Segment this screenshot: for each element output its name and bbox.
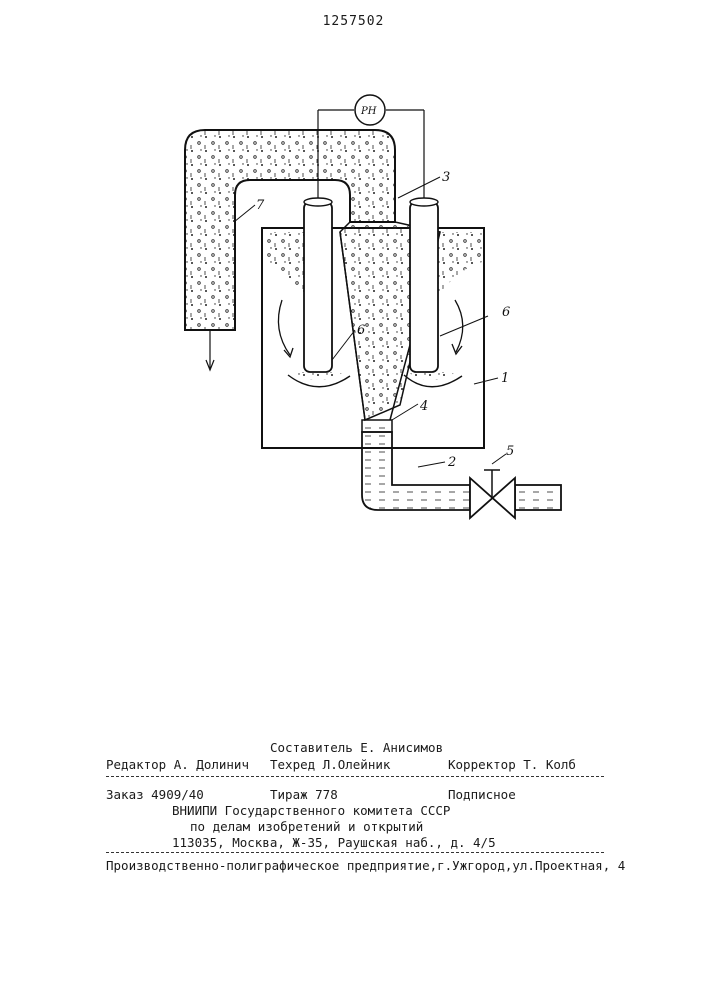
valve xyxy=(470,470,515,518)
circulation: Тираж 778 xyxy=(270,787,338,802)
divider xyxy=(106,776,604,777)
label-2: 2 xyxy=(447,455,456,470)
nozzle xyxy=(362,420,392,432)
compiler: Составитель Е. Анисимов xyxy=(270,740,443,755)
divider xyxy=(106,852,604,853)
address: 113035, Москва, Ж-35, Раушская наб., д. … xyxy=(172,835,496,850)
electrode-left xyxy=(288,198,350,387)
org-line2: по делам изобретений и открытий xyxy=(190,819,423,834)
label-6-right: 6 xyxy=(502,305,510,320)
printer: Производственно-полиграфическое предприя… xyxy=(106,858,625,873)
label-7: 7 xyxy=(256,198,265,213)
electrode-right xyxy=(404,198,462,387)
ph-label: PH xyxy=(360,106,377,117)
order: Заказ 4909/40 xyxy=(106,787,204,802)
label-5: 5 xyxy=(506,444,514,459)
label-3: 3 xyxy=(442,170,450,185)
editor: Редактор А. Долинич xyxy=(106,757,249,772)
outlet-pipe xyxy=(362,432,470,510)
tech-editor: Техред Л.Олейник xyxy=(270,757,390,772)
org-line1: ВНИИПИ Государственного комитета СССР xyxy=(172,803,450,818)
subscription: Подписное xyxy=(448,787,516,802)
label-1: 1 xyxy=(501,371,509,386)
label-4: 4 xyxy=(419,399,428,414)
corrector: Корректор Т. Колб xyxy=(448,757,576,772)
label-6-left: 6 xyxy=(357,323,365,338)
